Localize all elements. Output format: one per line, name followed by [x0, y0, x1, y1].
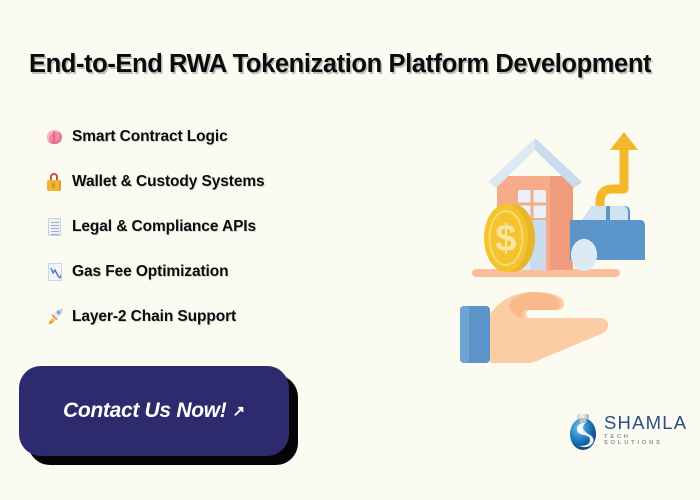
- arrow-up-right-icon: ↗: [232, 403, 246, 420]
- list-item-label: Legal & Compliance APIs: [72, 217, 257, 235]
- shamla-logo-mark-icon: [566, 408, 600, 452]
- logo-name: SHAMLA: [604, 411, 688, 433]
- logo-wordmark: SHAMLA TECH SOLUTIONS: [604, 411, 688, 447]
- list-item-label: Smart Contract Logic: [72, 127, 228, 145]
- page-title: End-to-End RWA Tokenization Platform Dev…: [29, 50, 652, 78]
- rocket-icon: [44, 306, 66, 328]
- shamla-tech-logo: SHAMLA TECH SOLUTIONS: [566, 404, 688, 456]
- car-icon: [570, 206, 645, 271]
- list-item-label: Layer-2 Chain Support: [72, 307, 237, 325]
- list-item: Legal & Compliance APIs: [44, 204, 344, 249]
- chart-decreasing-icon: [44, 261, 66, 283]
- logo-tagline: TECH SOLUTIONS: [604, 434, 663, 446]
- feature-list: Smart Contract Logic Wallet & Custody Sy…: [44, 114, 344, 339]
- brain-icon: [44, 126, 66, 148]
- list-item: Smart Contract Logic: [44, 114, 344, 159]
- list-item-label: Gas Fee Optimization: [72, 262, 229, 280]
- hand-holding-assets-illustration: $: [450, 128, 655, 364]
- list-item: Layer-2 Chain Support: [44, 294, 344, 339]
- list-item: Gas Fee Optimization: [44, 249, 344, 294]
- list-item: Wallet & Custody Systems: [44, 159, 344, 204]
- ground-strip: [472, 269, 620, 277]
- open-hand-icon: [460, 292, 608, 364]
- contact-us-button[interactable]: Contact Us Now! ↗: [19, 366, 289, 456]
- dollar-coin-icon: $: [484, 204, 535, 272]
- document-icon: [44, 216, 66, 238]
- contact-us-button-label: Contact Us Now!: [62, 399, 227, 422]
- growth-arrow-icon: [595, 132, 638, 216]
- list-item-label: Wallet & Custody Systems: [72, 172, 265, 190]
- svg-text:$: $: [495, 218, 516, 260]
- lock-with-key-icon: [44, 171, 66, 193]
